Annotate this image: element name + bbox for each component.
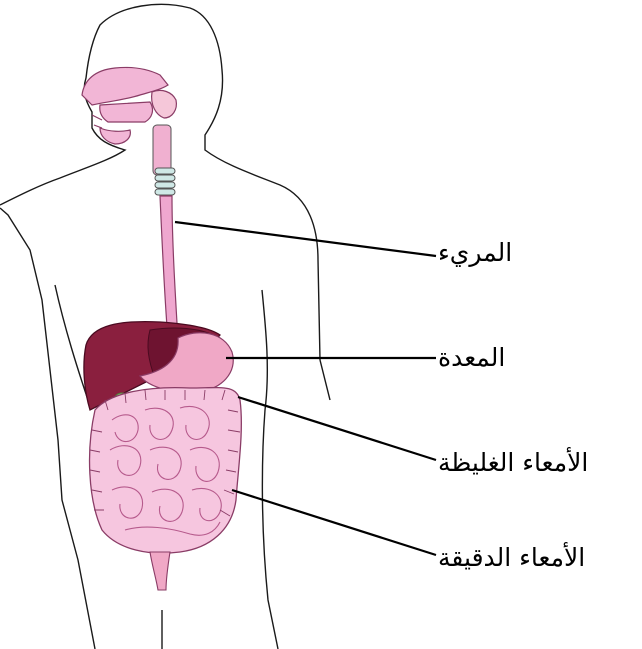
label-esophagus: المريء (438, 240, 512, 265)
trachea (153, 125, 175, 195)
rectum (150, 552, 170, 590)
leader-line-large-intestine (238, 397, 436, 460)
label-small-intestine: الأمعاء الدقيقة (438, 545, 585, 570)
label-large-intestine: الأمعاء الغليظة (438, 450, 588, 475)
leader-line-esophagus (175, 222, 436, 256)
esophagus (160, 196, 178, 340)
label-stomach: المعدة (438, 345, 505, 370)
